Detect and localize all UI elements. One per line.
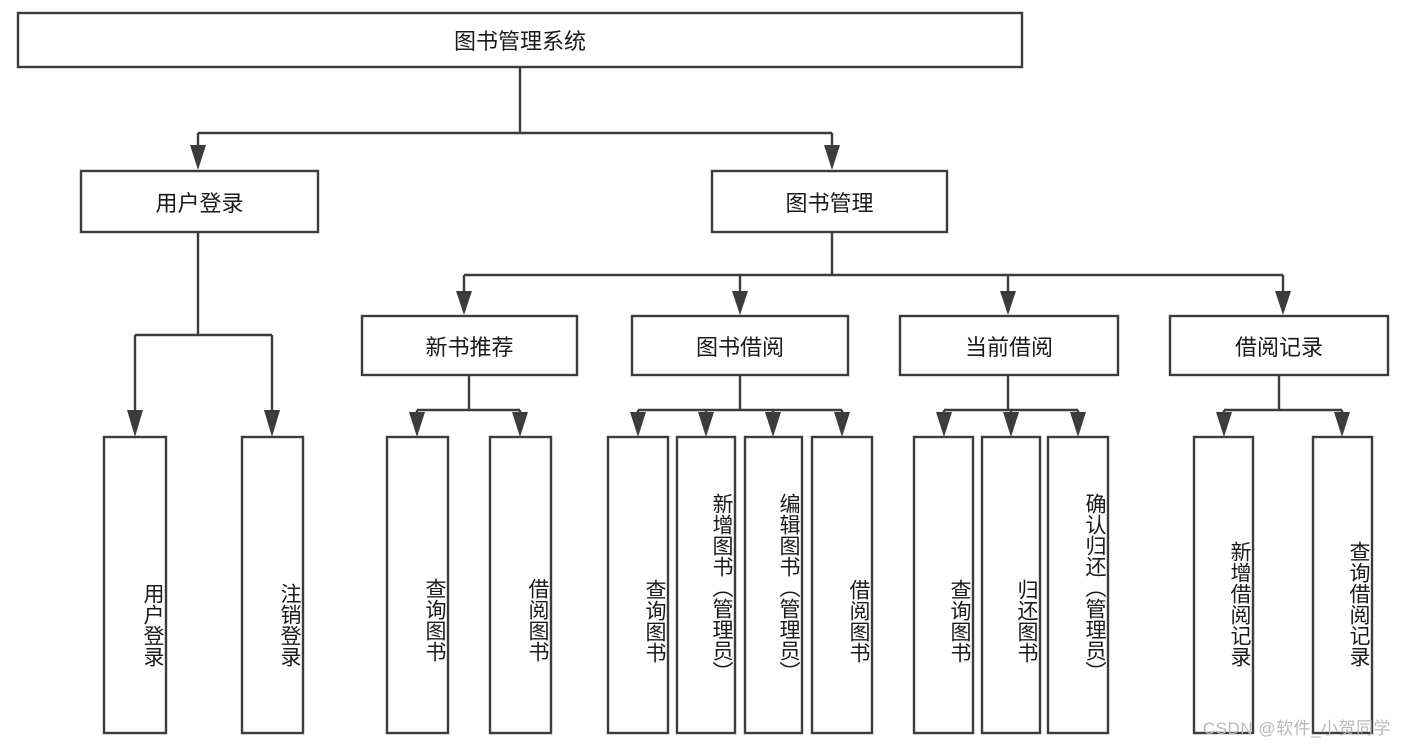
leaf-box-borrow-record-0[interactable] <box>1192 435 1255 735</box>
arrow-head-borrow-record <box>1275 291 1291 315</box>
node-box-book-borrow[interactable] <box>630 314 850 377</box>
leaf-box-borrow-record-1[interactable] <box>1311 435 1374 735</box>
leaf-box-book-borrow-1[interactable] <box>675 435 737 735</box>
connector-borrow-record-children <box>1216 375 1350 437</box>
arrow-head-cb3 <box>1070 412 1086 437</box>
connector-current-borrow-children <box>936 375 1086 437</box>
arrow-head-current-borrow <box>1000 291 1016 315</box>
arrow-head-cb1 <box>936 412 952 437</box>
arrow-head-nb1 <box>409 412 425 437</box>
leaf-box-book-borrow-0[interactable] <box>606 435 670 735</box>
watermark-label: CSDN @软件_小贺同学 <box>1202 719 1391 738</box>
node-box-user-login[interactable] <box>79 169 320 234</box>
node-box-root[interactable] <box>16 11 1024 69</box>
leaf-box-current-borrow-2[interactable] <box>1046 435 1110 735</box>
leaf-box-user-login-0[interactable] <box>102 435 168 735</box>
connector-root-to-level2 <box>190 67 840 170</box>
connector-user-login-children <box>127 232 280 437</box>
leaf-box-new-book-0[interactable] <box>385 435 450 735</box>
leaf-box-user-login-1[interactable] <box>240 435 305 735</box>
node-box-book-manage[interactable] <box>710 169 949 234</box>
arrow-head-new-book <box>456 291 472 315</box>
arrow-head-nb2 <box>512 412 528 437</box>
connector-book-manage-children <box>456 232 1291 315</box>
arrow-head-bb4 <box>834 412 850 437</box>
arrow-head-bb2 <box>698 412 714 437</box>
arrow-head-bb1 <box>630 412 646 437</box>
leaf-box-current-borrow-1[interactable] <box>980 435 1042 735</box>
arrow-head-br1 <box>1216 412 1232 437</box>
arrow-head-br2 <box>1334 412 1350 437</box>
arrow-head-user-login <box>190 145 206 170</box>
arrow-head-bb3 <box>765 412 781 437</box>
leaf-box-current-borrow-0[interactable] <box>912 435 975 735</box>
connector-new-book-children <box>409 375 528 437</box>
arrow-head-leaf-logout <box>264 410 280 437</box>
node-box-new-book[interactable] <box>360 314 579 377</box>
arrow-head-leaf-user-login <box>127 410 143 437</box>
node-box-borrow-record[interactable] <box>1168 314 1390 377</box>
arrow-head-cb2 <box>1003 412 1019 437</box>
arrow-head-book-borrow <box>732 291 748 315</box>
arrow-head-book-manage <box>824 145 840 170</box>
leaf-box-book-borrow-3[interactable] <box>810 435 874 735</box>
node-box-current-borrow[interactable] <box>898 314 1120 377</box>
leaf-box-new-book-1[interactable] <box>488 435 553 735</box>
leaf-box-book-borrow-2[interactable] <box>743 435 804 735</box>
connector-book-borrow-children <box>630 375 850 437</box>
